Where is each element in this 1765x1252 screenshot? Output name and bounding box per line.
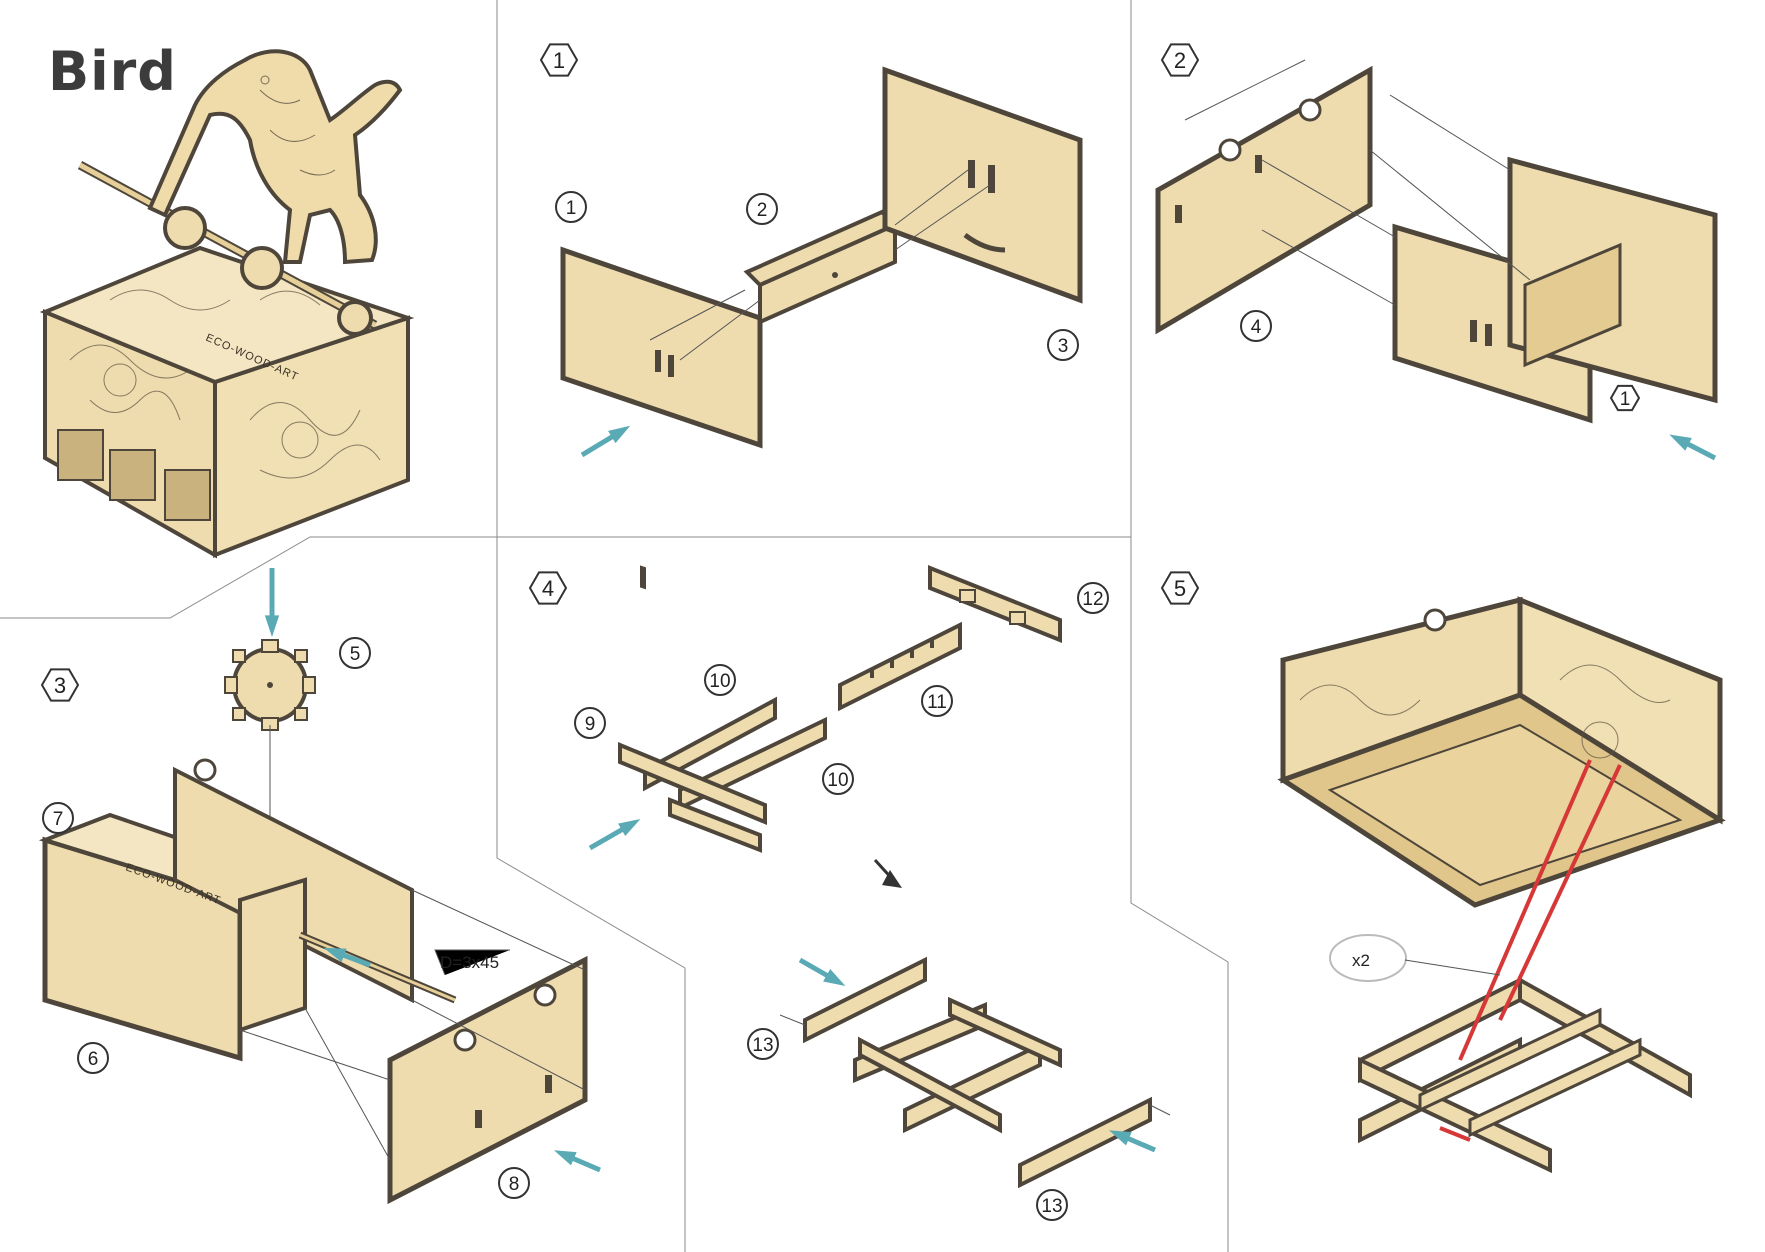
- step-number: 1: [553, 48, 565, 73]
- rubber-band-quantity-label: x2: [1352, 951, 1370, 970]
- part-5-callout: 5: [339, 637, 371, 669]
- part-6-callout: 6: [77, 1042, 109, 1074]
- part-number: 2: [757, 200, 768, 221]
- part-number: 1: [1620, 389, 1631, 410]
- direction-arrow: [264, 568, 280, 637]
- part-number: 10: [827, 770, 848, 791]
- part-number: 6: [88, 1049, 99, 1070]
- step-3-hexagon: 3: [40, 668, 80, 702]
- part-1-callout: 1: [555, 191, 587, 223]
- step-number: 3: [54, 673, 66, 698]
- rod-dimension-label: D=3x45: [440, 953, 499, 972]
- direction-arrow: [1669, 434, 1717, 461]
- part-10-callout: 10: [822, 763, 854, 795]
- part-number: 12: [1082, 589, 1103, 610]
- assembled-bird-model: ECO-WOOD-ART: [39, 49, 415, 559]
- direction-arrow: [798, 957, 846, 986]
- part-13-callout: 13: [747, 1028, 779, 1060]
- direction-arrow: [553, 1150, 601, 1173]
- direction-arrow: [580, 425, 631, 458]
- direction-arrows: [264, 425, 1717, 1173]
- part-number: 9: [585, 714, 596, 735]
- step-3-group: ECO-WOOD-ART: [38, 639, 588, 1205]
- page-title: Bird: [48, 40, 177, 103]
- direction-arrow: [588, 819, 641, 851]
- step-1-hexagon: 1: [539, 43, 579, 77]
- step-2-hexagon: 2: [1160, 43, 1200, 77]
- part-number: 13: [1041, 1196, 1062, 1217]
- part-number: 7: [53, 809, 64, 830]
- step-5-group: [1277, 596, 1726, 1174]
- step-1-group: [560, 66, 1083, 590]
- part-number: 3: [1058, 336, 1069, 357]
- part-1-callout: 1: [1609, 384, 1641, 412]
- part-10-callout: 10: [704, 664, 736, 696]
- part-11-callout: 11: [921, 685, 953, 717]
- step-4-group: [618, 565, 1171, 1189]
- part-9-callout: 9: [574, 707, 606, 739]
- part-12-callout: 12: [1077, 582, 1109, 614]
- part-2-callout: 2: [746, 193, 778, 225]
- part-number: 10: [709, 671, 730, 692]
- part-13-callout: 13: [1036, 1189, 1068, 1221]
- part-number: 4: [1251, 317, 1262, 338]
- step-number: 4: [542, 576, 554, 601]
- part-7-callout: 7: [42, 802, 74, 834]
- step-5-hexagon: 5: [1160, 571, 1200, 605]
- step-number: 2: [1174, 48, 1186, 73]
- part-3-callout: 3: [1047, 329, 1079, 361]
- part-number: 13: [752, 1035, 773, 1056]
- direction-arrow: [323, 947, 371, 968]
- panel-dividers: [0, 0, 1229, 1252]
- part-8-callout: 8: [498, 1167, 530, 1199]
- step-number: 5: [1174, 576, 1186, 601]
- part-number: 1: [566, 198, 577, 219]
- step-4-hexagon: 4: [528, 571, 568, 605]
- part-number: 8: [509, 1174, 520, 1195]
- step-2-group: [1155, 59, 1718, 424]
- part-4-callout: 4: [1240, 310, 1272, 342]
- direction-arrow: [1108, 1130, 1156, 1153]
- part-number: 11: [927, 692, 947, 713]
- part-number: 5: [350, 644, 361, 665]
